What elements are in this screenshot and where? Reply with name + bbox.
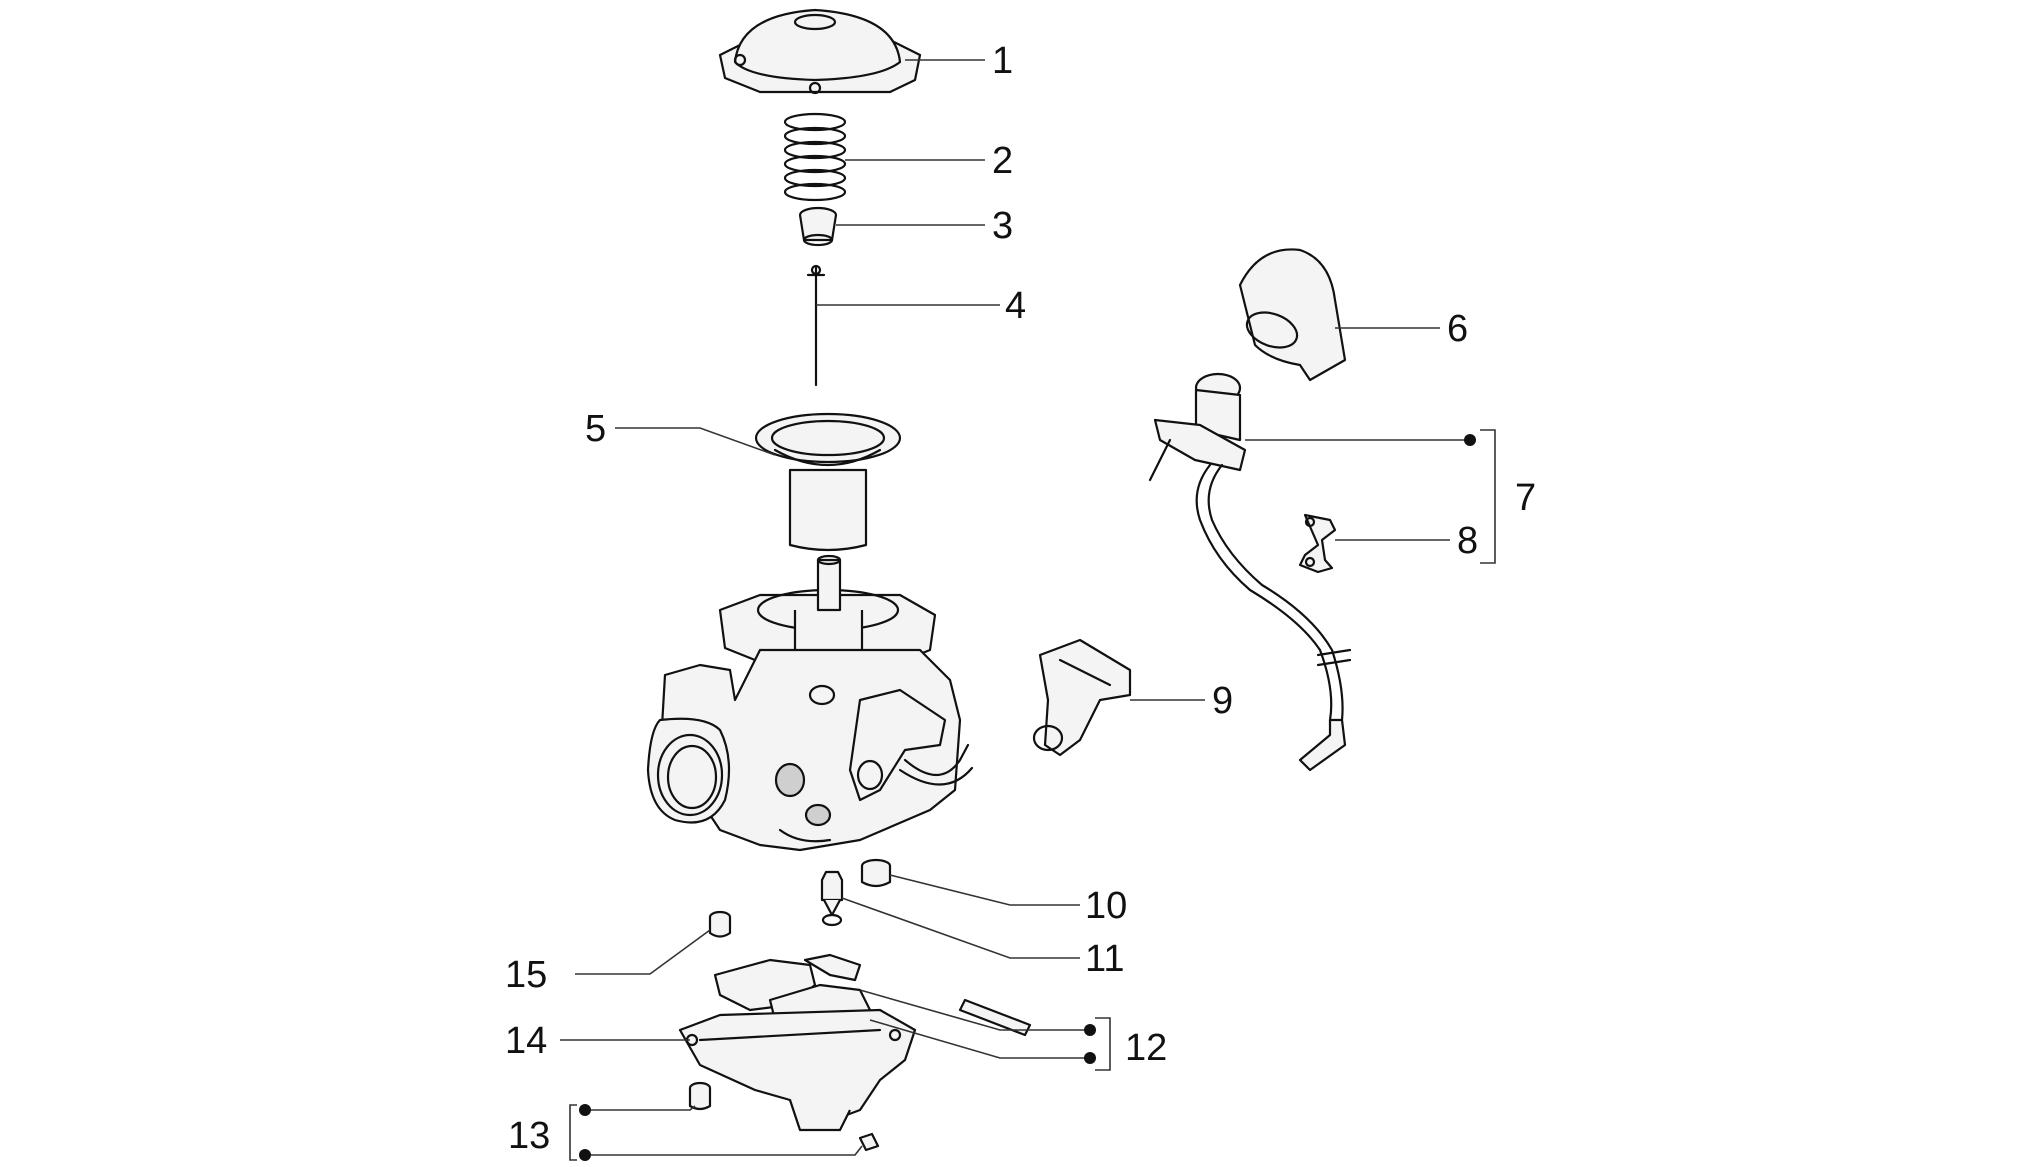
- callout-8: 8: [1457, 520, 1478, 562]
- callout-11: 11: [1085, 938, 1124, 980]
- callout-15: 15: [505, 954, 547, 996]
- callout-2: 2: [992, 140, 1013, 182]
- callout-9: 9: [1212, 680, 1233, 722]
- leader-lines: [560, 59, 1496, 1161]
- part-5-slide: [754, 412, 902, 552]
- part-13-screws: [688, 1081, 880, 1152]
- callout-14: 14: [505, 1020, 547, 1062]
- callout-4: 4: [1005, 285, 1026, 327]
- part-7-choke: [1148, 372, 1352, 772]
- callout-12: 12: [1125, 1027, 1167, 1069]
- callout-6: 6: [1447, 308, 1468, 350]
- carburetor-body: [646, 554, 974, 852]
- callout-1: 1: [992, 40, 1013, 82]
- part-10-jet: [860, 858, 892, 888]
- part-15-drain-screw: [708, 910, 732, 938]
- part-1-cover: [718, 8, 922, 95]
- part-3-retainer: [798, 206, 838, 247]
- callout-10: 10: [1085, 885, 1127, 927]
- leader-dots: [579, 434, 1476, 1161]
- callout-7: 7: [1515, 477, 1536, 519]
- callout-13: 13: [508, 1115, 550, 1157]
- part-2-spring: [783, 112, 847, 202]
- callout-labels: 1 2 3 4 5 6 7 8 9 10 11 12 13 14 15: [505, 40, 1536, 1157]
- part-11-needle-valve: [820, 870, 844, 927]
- part-4-needle: [806, 264, 826, 387]
- callout-3: 3: [992, 205, 1013, 247]
- part-6-cap: [1238, 248, 1347, 382]
- part-14-float-bowl: [678, 1008, 917, 1132]
- part-9-elbow: [1032, 638, 1132, 757]
- callout-5: 5: [585, 408, 606, 450]
- part-8-clip: [1298, 513, 1337, 574]
